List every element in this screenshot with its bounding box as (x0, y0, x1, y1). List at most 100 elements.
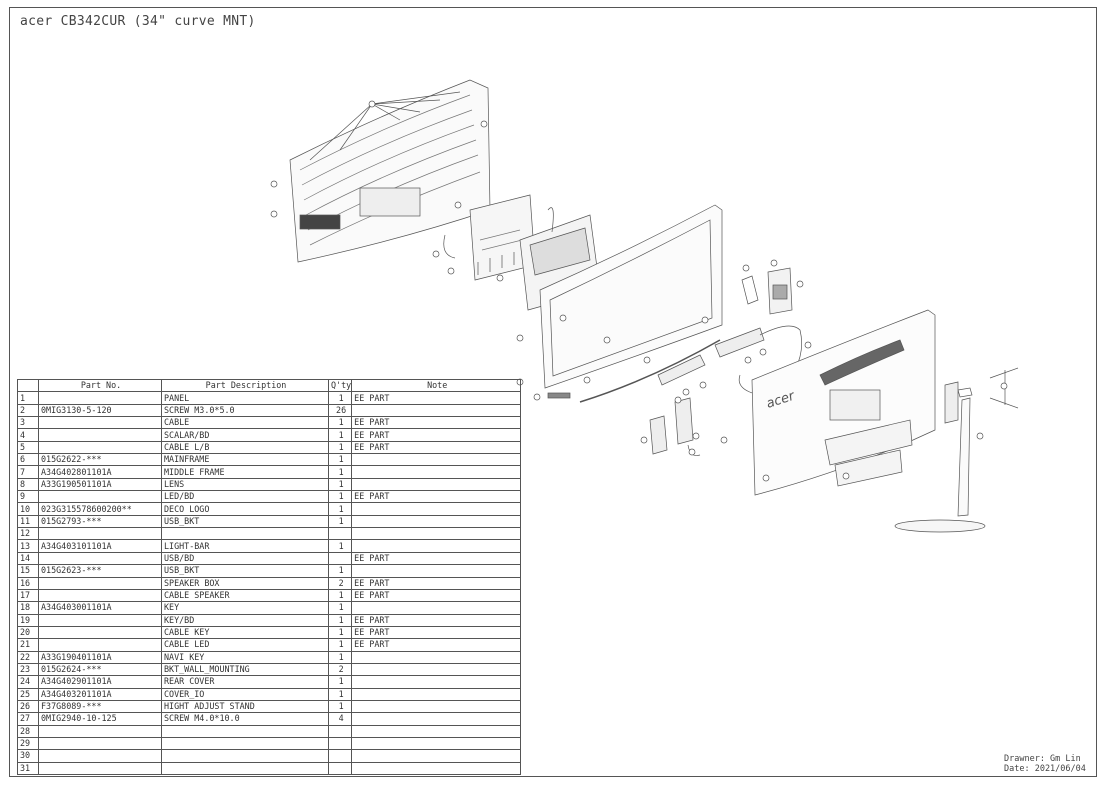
cell-part-description: COVER_IO (161, 687, 329, 701)
cell-part-description (161, 749, 329, 763)
cell-row-index: 27 (17, 712, 39, 726)
cell-qty: 1 (327, 613, 353, 627)
cell-note (351, 761, 522, 776)
cell-part-description (161, 736, 329, 751)
cell-note (351, 736, 522, 751)
cell-part-no: 0MIG3130-5-120 (38, 403, 162, 418)
drawer-date: Date: 2021/06/04 (1004, 764, 1086, 774)
cell-row-index: 6 (17, 453, 39, 467)
cell-part-no (38, 527, 162, 541)
cell-part-no: A34G402801101A (38, 465, 162, 479)
cell-part-no: A33G190401101A (38, 650, 162, 664)
cell-row-index: 28 (17, 724, 39, 738)
cell-part-no: 015G2624-*** (38, 662, 162, 677)
cell-qty: 1 (327, 638, 353, 652)
cell-qty: 1 (327, 490, 353, 504)
cell-note (351, 502, 522, 516)
cell-part-description: LENS (161, 477, 329, 492)
cell-qty (327, 761, 353, 776)
cell-part-no: F37G8089-*** (38, 699, 162, 714)
cell-row-index: 7 (17, 465, 39, 479)
usb-board-part (741, 259, 804, 315)
cell-qty: 1 (327, 650, 353, 664)
cell-note (351, 699, 522, 714)
cell-qty: 1 (327, 502, 353, 516)
cell-part-description: LED/BD (161, 490, 329, 504)
cell-note: EE PART (351, 391, 522, 405)
cell-part-description: CABLE (161, 416, 329, 430)
cell-part-description: DECO LOGO (161, 502, 329, 516)
table-row: 12 (17, 527, 522, 541)
cell-part-description: KEY/BD (161, 613, 329, 627)
cell-note (351, 650, 522, 664)
cell-note (351, 675, 522, 689)
cell-note: EE PART (351, 638, 522, 652)
cell-part-no (38, 588, 162, 603)
cell-qty: 26 (327, 403, 353, 418)
cell-row-index: 21 (17, 638, 39, 652)
cell-part-no: A34G403001101A (38, 601, 162, 615)
table-header-description: Part Description (161, 378, 329, 393)
cell-qty: 1 (327, 564, 353, 578)
cell-part-description: PANEL (161, 391, 329, 405)
cell-note: EE PART (351, 440, 522, 455)
cell-part-description: NAVI KEY (161, 650, 329, 664)
table-row: 28 (17, 724, 522, 738)
cell-part-no: 015G2623-*** (38, 564, 162, 578)
cell-row-index: 25 (17, 687, 39, 701)
cell-part-description (161, 724, 329, 738)
cell-row-index: 3 (17, 416, 39, 430)
cell-note (351, 514, 522, 529)
cell-row-index: 30 (17, 749, 39, 763)
cell-note (351, 527, 522, 541)
cell-row-index: 18 (17, 601, 39, 615)
cell-note (351, 564, 522, 578)
cell-part-no: 023G315578600200** (38, 502, 162, 516)
cell-note (351, 712, 522, 726)
cell-row-index: 8 (17, 477, 39, 492)
cell-note: EE PART (351, 490, 522, 504)
cell-part-description: USB/BD (161, 551, 329, 566)
table-header-part-no: Part No. (38, 378, 162, 393)
cell-part-no (38, 440, 162, 455)
cell-part-description: SCREW M4.0*10.0 (161, 712, 329, 726)
cell-qty (327, 527, 353, 541)
cell-qty: 1 (327, 453, 353, 467)
cell-part-no: 0MIG2940-10-125 (38, 712, 162, 726)
cell-part-description: SCALAR/BD (161, 428, 329, 442)
table-header-note: Note (351, 378, 522, 393)
cell-part-no (38, 736, 162, 751)
cell-part-description: USB_BKT (161, 514, 329, 529)
stand-part (894, 381, 986, 533)
cell-row-index: 13 (17, 539, 39, 553)
cell-qty: 1 (327, 699, 353, 714)
cell-qty: 1 (327, 588, 353, 603)
cell-qty: 1 (327, 391, 353, 405)
cell-note: EE PART (351, 613, 522, 627)
cell-qty (327, 551, 353, 566)
table-row: 30 (17, 749, 522, 763)
cell-part-no (38, 761, 162, 776)
cell-qty: 1 (327, 601, 353, 615)
middle-frame-part (516, 204, 723, 403)
cell-row-index: 12 (17, 527, 39, 541)
cell-row-index: 14 (17, 551, 39, 566)
cell-note (351, 403, 522, 418)
cell-row-index: 16 (17, 576, 39, 590)
cell-qty: 1 (327, 687, 353, 701)
key-board-part (640, 396, 701, 456)
panel-part (270, 79, 491, 263)
